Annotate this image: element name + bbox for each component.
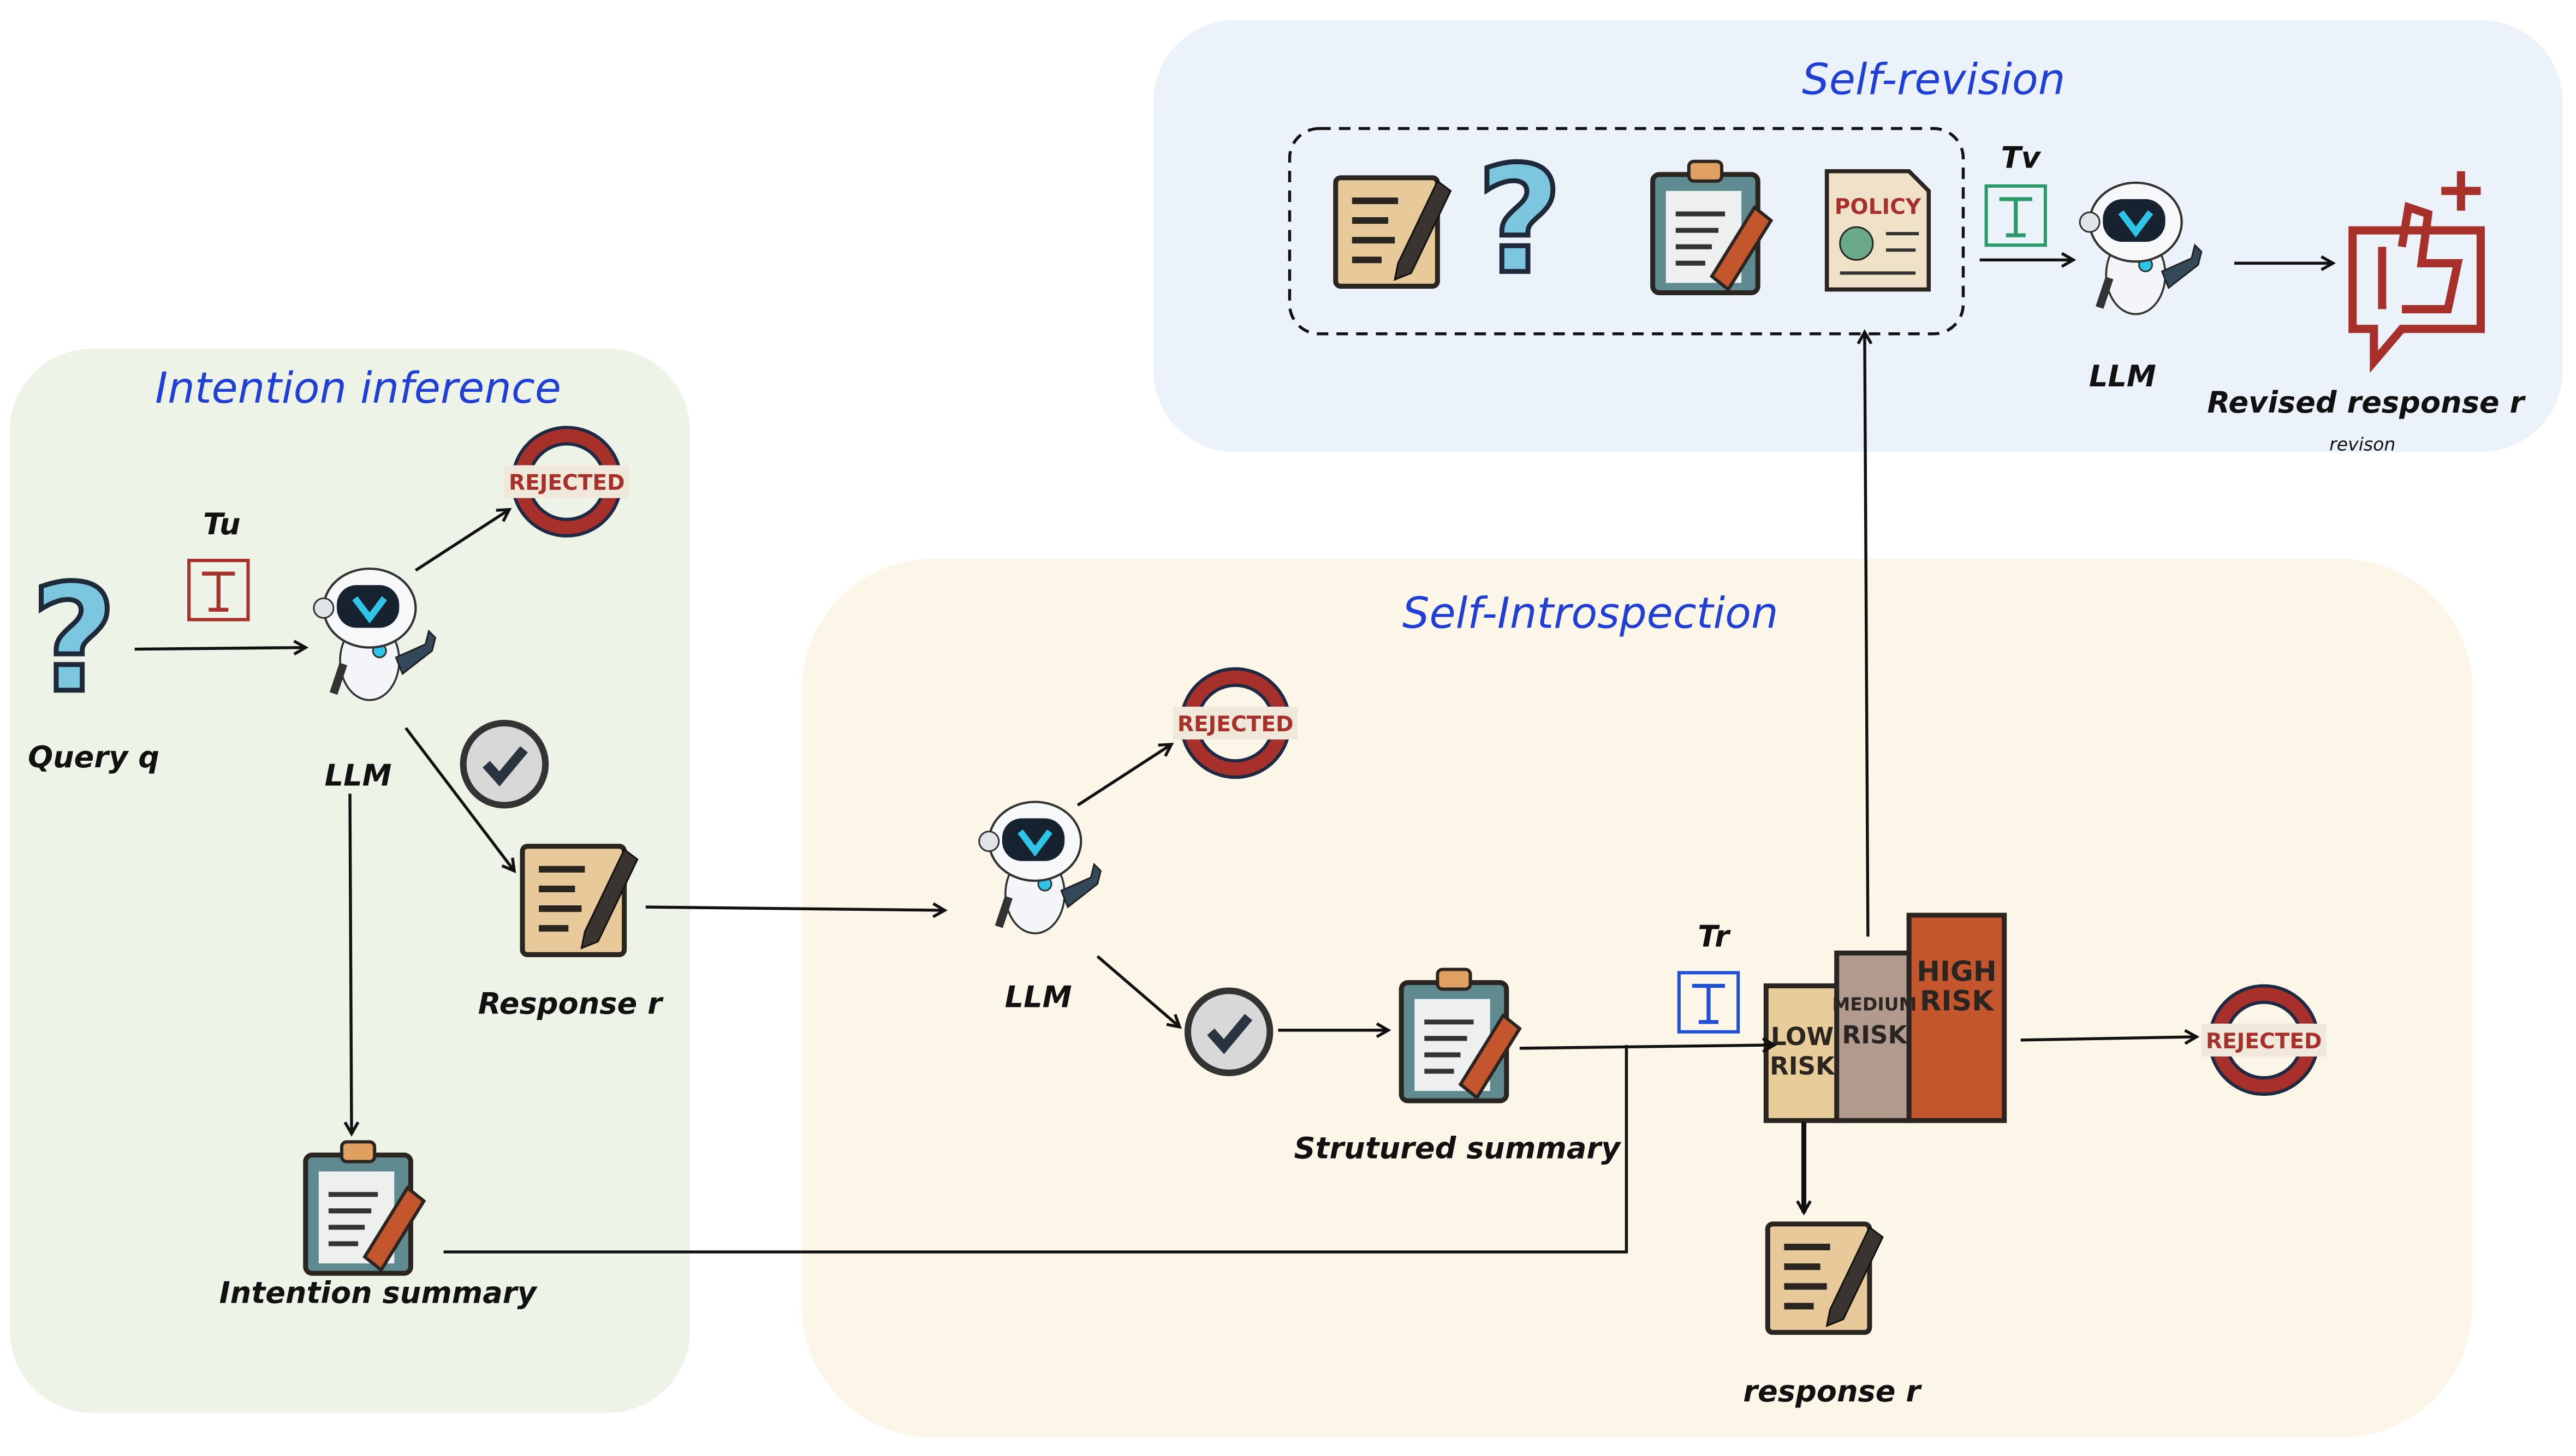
- query-label: Query q: [28, 740, 159, 774]
- summary-clipboard-icon: [1653, 162, 1771, 293]
- risk-levels-icon: LOW RISK MEDIUM RISK HIGH RISK: [1763, 912, 2007, 1123]
- svg-text:REJECTED: REJECTED: [1177, 712, 1294, 737]
- question-icon: ?: [1477, 134, 1562, 306]
- revised-response-label: Revised response r: [2207, 385, 2526, 420]
- low-risk-label: LOW: [1771, 1022, 1834, 1051]
- check-icon: [1188, 991, 1270, 1073]
- llm-label: LLM: [2089, 359, 2156, 393]
- tr-label: Tr: [1698, 919, 1731, 953]
- medium-risk-label: MEDIUM: [1832, 994, 1917, 1015]
- check-icon: [463, 723, 545, 805]
- rejected-stamp-icon: REJECTED: [504, 435, 629, 528]
- svg-text:POLICY: POLICY: [1835, 195, 1921, 219]
- intention-summary-clipboard-icon: [306, 1142, 424, 1273]
- tv-label: Tv: [2001, 141, 2042, 175]
- svg-text:RISK: RISK: [1770, 1052, 1836, 1081]
- intention-inference-title: Intention inference: [155, 363, 561, 413]
- llm-label: LLM: [325, 758, 392, 792]
- revised-subscript-label: revison: [2329, 433, 2395, 455]
- svg-text:RISK: RISK: [1842, 1021, 1908, 1049]
- self-introspection-title: Self-Introspection: [1402, 588, 1778, 638]
- structured-summary-label: Strutured summary: [1294, 1131, 1622, 1166]
- question-icon: ?: [31, 553, 117, 725]
- high-risk-label: HIGH: [1917, 956, 1997, 988]
- self-revision-title: Self-revision: [1802, 55, 2065, 104]
- response-label: Response r: [478, 987, 664, 1021]
- intention-summary-label: Intention summary: [219, 1275, 538, 1310]
- revision-inputs-group: [1288, 127, 1965, 336]
- response-document-icon: [1336, 178, 1451, 287]
- llm-label: LLM: [1005, 980, 1072, 1015]
- svg-text:RISK: RISK: [1920, 986, 1995, 1018]
- response-document-icon: [1768, 1224, 1883, 1333]
- svg-text:REJECTED: REJECTED: [2206, 1029, 2322, 1054]
- tu-label: Tu: [203, 507, 241, 541]
- rejected-stamp-icon: REJECTED: [2202, 994, 2327, 1087]
- self-introspection-panel: [801, 559, 2473, 1438]
- response-document-icon: [522, 846, 638, 955]
- rejected-stamp-icon: REJECTED: [1173, 677, 1298, 769]
- flow-arrows: [134, 252, 2336, 1254]
- structured-summary-clipboard-icon: [1401, 969, 1520, 1101]
- response-lower-label: response r: [1743, 1374, 1922, 1409]
- policy-document-icon: POLICY: [1824, 169, 1931, 292]
- thumbs-up-plus-icon: [2348, 171, 2485, 373]
- svg-text:REJECTED: REJECTED: [509, 471, 625, 496]
